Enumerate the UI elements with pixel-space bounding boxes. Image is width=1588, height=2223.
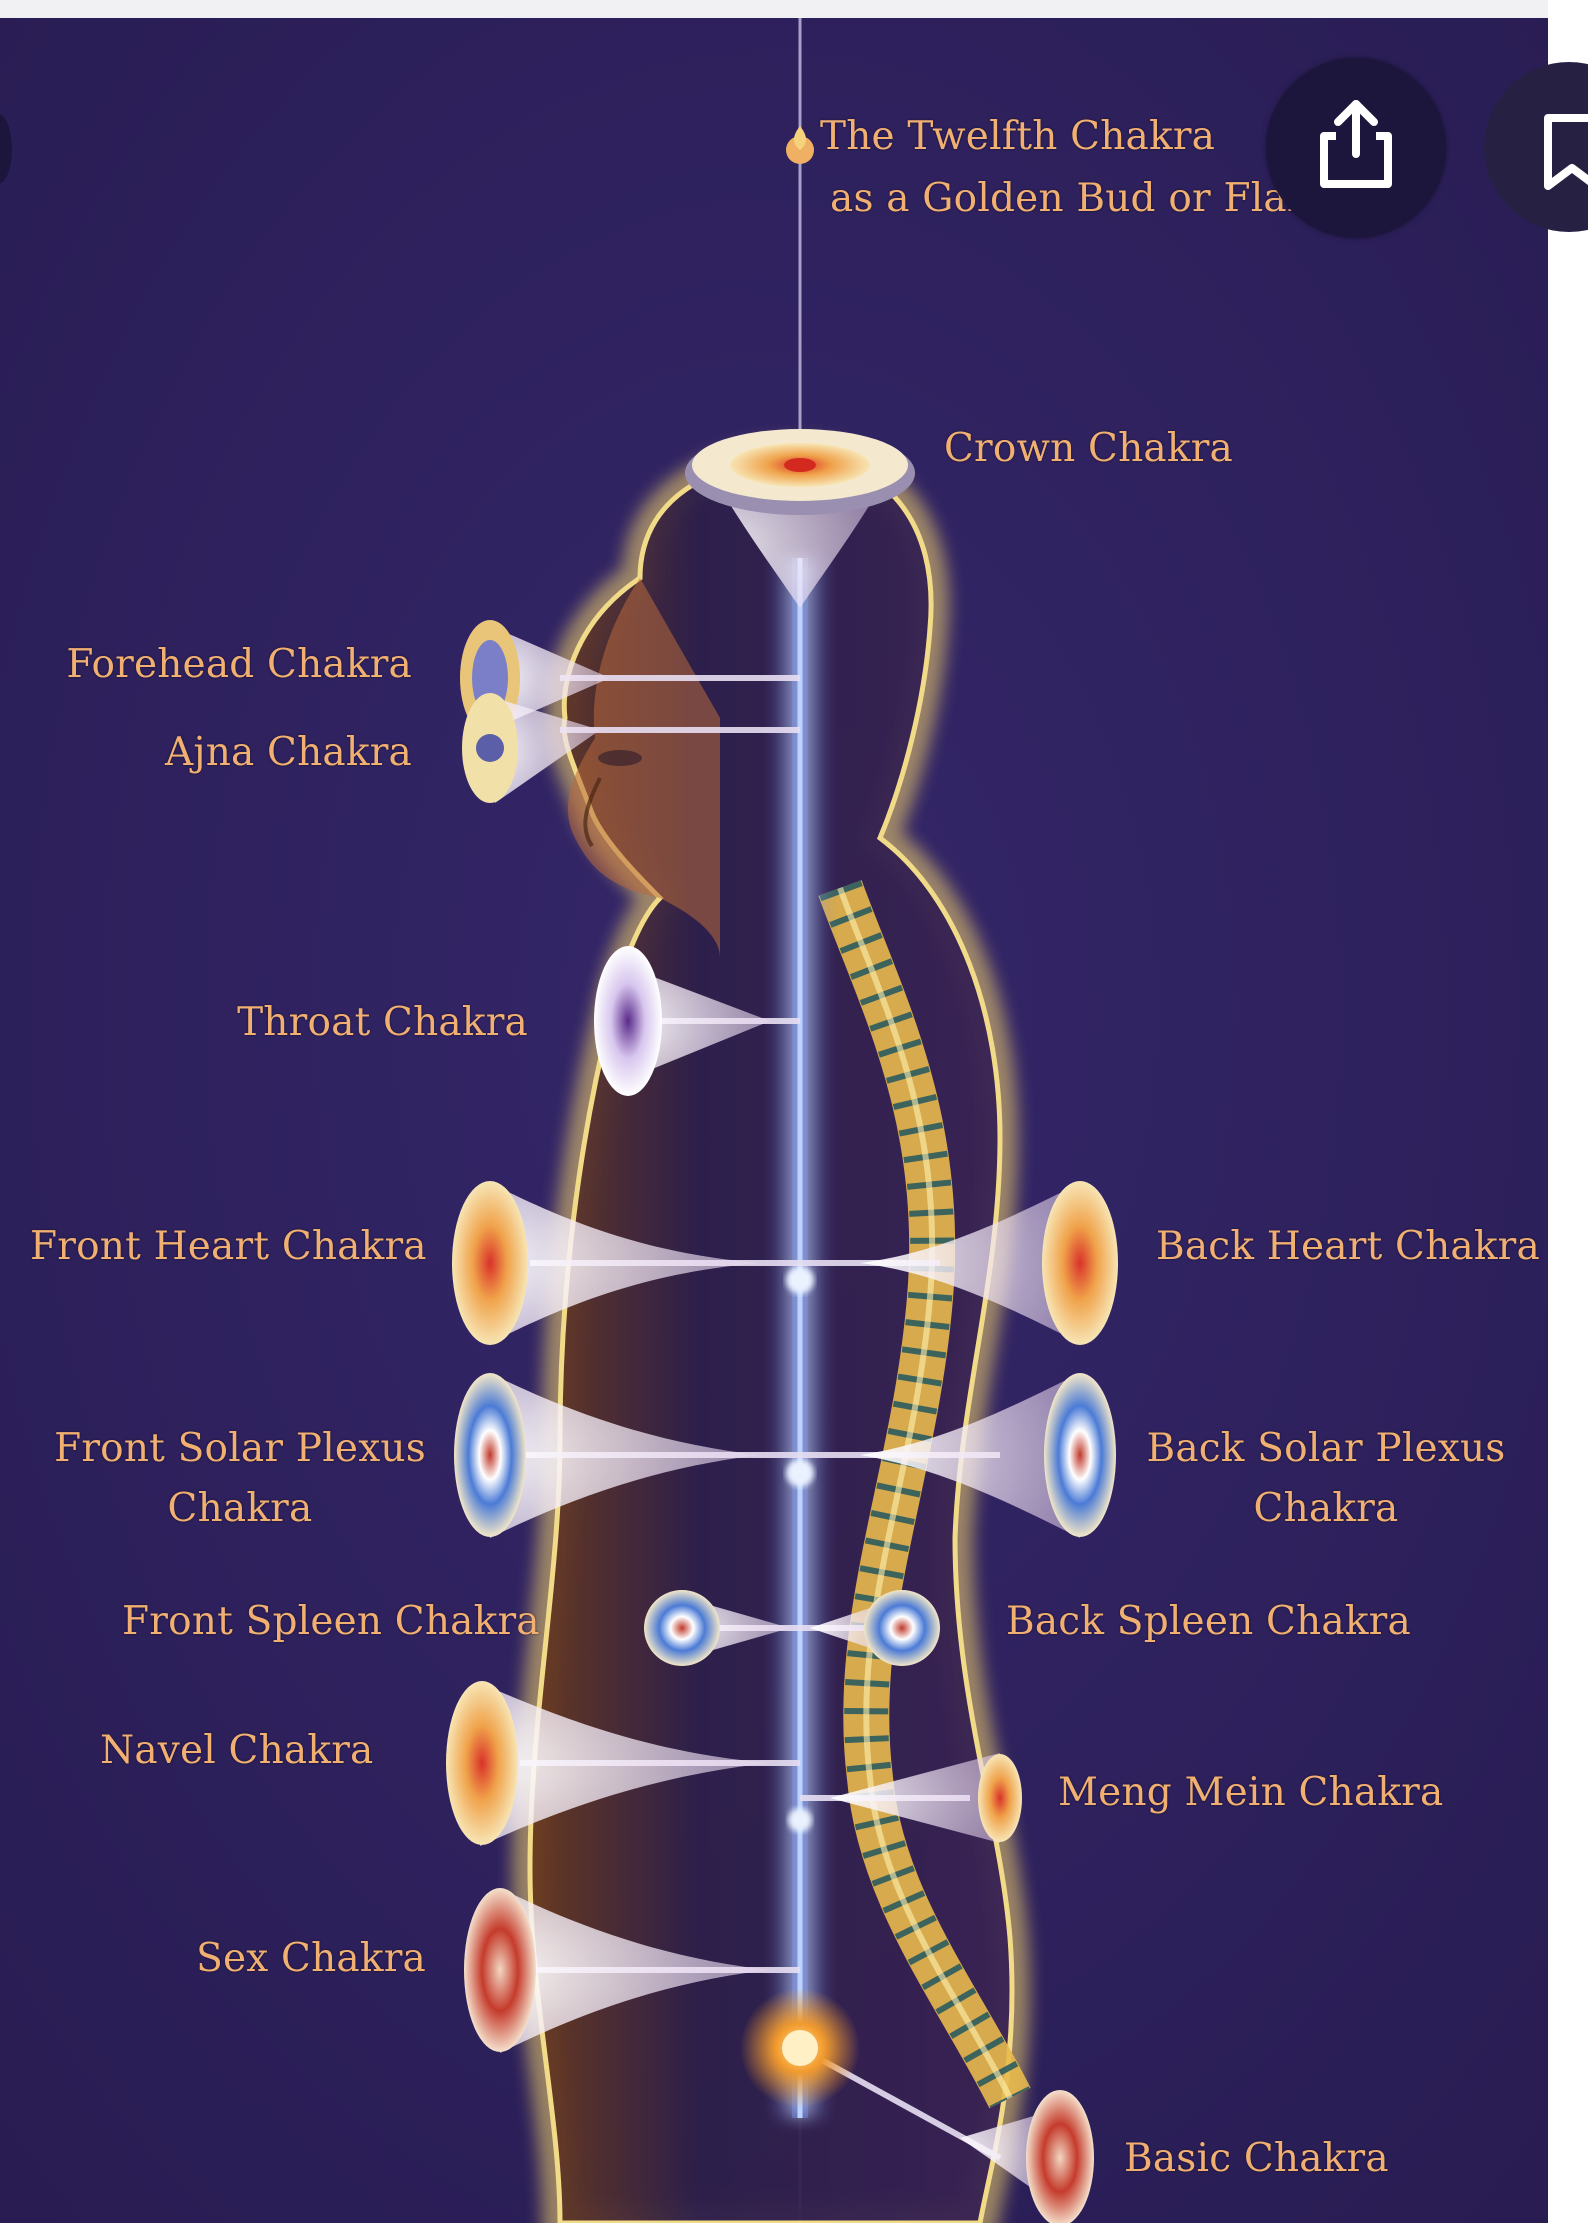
front-solar-plexus-chakra <box>454 1373 760 1538</box>
front-spleen-chakra <box>644 1590 790 1666</box>
label-ajna-chakra: Ajna Chakra <box>165 730 412 775</box>
label-back-heart-chakra: Back Heart Chakra <box>1156 1224 1540 1269</box>
navel-chakra <box>446 1681 770 1846</box>
back-spleen-chakra <box>810 1590 940 1666</box>
label-front-solar-plexus-line2: Chakra <box>167 1486 313 1531</box>
crown-chakra <box>685 429 915 608</box>
label-meng-mein-chakra: Meng Mein Chakra <box>1058 1770 1444 1815</box>
label-front-spleen-chakra: Front Spleen Chakra <box>122 1599 540 1644</box>
label-navel-chakra: Navel Chakra <box>100 1728 374 1773</box>
ajna-chakra <box>462 693 600 803</box>
back-heart-chakra <box>860 1181 1118 1345</box>
label-front-heart-chakra: Front Heart Chakra <box>30 1224 427 1269</box>
label-sex-chakra: Sex Chakra <box>196 1936 426 1981</box>
label-back-spleen-chakra: Back Spleen Chakra <box>1006 1599 1411 1644</box>
share-button[interactable] <box>1266 58 1446 238</box>
label-back-solar-plexus-line1: Back Solar Plexus <box>1146 1426 1506 1471</box>
label-twelfth-chakra-line1: The Twelfth Chakra <box>820 114 1216 159</box>
left-edge-control[interactable] <box>0 114 12 184</box>
spine <box>818 880 1031 2109</box>
label-back-solar-plexus-line2: Chakra <box>1253 1486 1399 1531</box>
chakra-diagram: The Twelfth Chakra as a Golden Bud or Fl… <box>0 18 1548 2223</box>
front-heart-chakra <box>452 1181 760 1345</box>
twelfth-chakra-bud <box>786 126 814 164</box>
label-basic-chakra: Basic Chakra <box>1124 2136 1389 2181</box>
meng-mein-chakra <box>830 1753 1022 1843</box>
bookmark-icon <box>1544 114 1588 190</box>
basic-chakra <box>740 1988 1094 2223</box>
share-icon <box>1320 100 1392 188</box>
label-throat-chakra: Throat Chakra <box>237 1000 528 1045</box>
label-twelfth-chakra-line2: as a Golden Bud or Flame <box>830 176 1348 221</box>
label-front-solar-plexus-line1: Front Solar Plexus <box>54 1426 426 1471</box>
sex-chakra <box>464 1888 770 2053</box>
diagram-artwork <box>0 18 1548 2223</box>
label-forehead-chakra: Forehead Chakra <box>66 642 412 687</box>
right-strip <box>1548 0 1588 2223</box>
top-strip <box>0 0 1588 18</box>
throat-chakra <box>594 946 770 1096</box>
back-solar-plexus-chakra <box>860 1373 1116 1538</box>
label-crown-chakra: Crown Chakra <box>944 426 1233 471</box>
energy-axis <box>770 558 830 2118</box>
